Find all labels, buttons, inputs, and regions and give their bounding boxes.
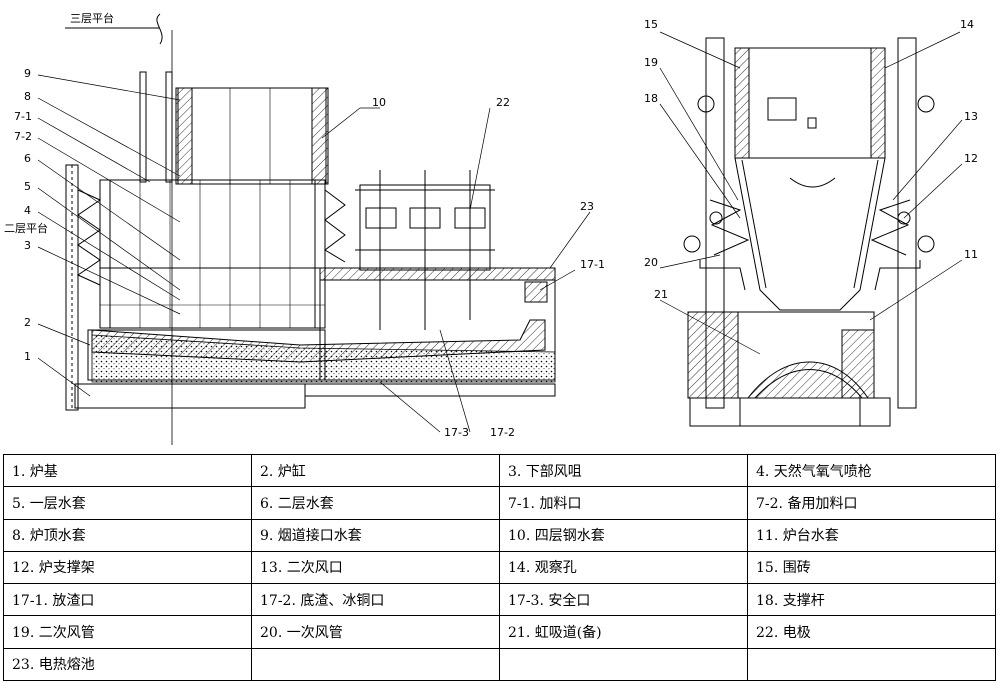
label-7-1: 7-1 <box>14 110 32 123</box>
label-12: 12 <box>964 152 978 165</box>
legend-cell: 1. 炉基 <box>3 453 252 488</box>
label-18: 18 <box>644 92 658 105</box>
legend-cell: 6. 二层水套 <box>251 486 500 520</box>
furnace-drawing: 三层平台 二层平台 9 8 7-1 7-2 6 5 4 3 2 1 10 22 … <box>4 11 978 445</box>
label-17-3: 17-3 <box>444 426 469 439</box>
legend-cell: 17-3. 安全口 <box>499 583 748 617</box>
label-15: 15 <box>644 18 658 31</box>
legend-cell <box>499 647 748 682</box>
legend-cell: 8. 炉顶水套 <box>3 518 252 552</box>
legend-cell: 20. 一次风管 <box>251 615 500 649</box>
legend-cell: 18. 支撑杆 <box>747 583 996 617</box>
label-6: 6 <box>24 152 31 165</box>
label-2: 2 <box>24 316 31 329</box>
label-21: 21 <box>654 288 668 301</box>
label-14: 14 <box>960 18 974 31</box>
label-10: 10 <box>372 96 386 109</box>
label-3: 3 <box>24 239 31 252</box>
label-22: 22 <box>496 96 510 109</box>
label-17-1: 17-1 <box>580 258 605 271</box>
legend-cell: 7-2. 备用加料口 <box>747 486 996 520</box>
label-5: 5 <box>24 180 31 193</box>
legend-cell: 7-1. 加料口 <box>499 486 748 520</box>
legend-cell: 13. 二次风口 <box>251 550 500 585</box>
legend-cell: 5. 一层水套 <box>3 486 252 520</box>
legend-cell: 12. 炉支撑架 <box>3 550 252 585</box>
legend-cell: 4. 天然气氧气喷枪 <box>747 453 996 488</box>
legend-row: 23. 电热熔池 <box>3 647 996 682</box>
legend-cell: 2. 炉缸 <box>251 453 500 488</box>
legend-cell: 19. 二次风管 <box>3 615 252 649</box>
legend-cell: 17-2. 底渣、冰铜口 <box>251 583 500 617</box>
label-11: 11 <box>964 248 978 261</box>
front-section-view <box>659 31 963 427</box>
legend-cell: 3. 下部风咀 <box>499 453 748 488</box>
label-platform-2: 二层平台 <box>4 221 48 235</box>
legend-cell <box>251 647 500 682</box>
legend-cell: 14. 观察孔 <box>499 550 748 585</box>
label-19: 19 <box>644 56 658 69</box>
legend-cell: 15. 围砖 <box>747 550 996 585</box>
label-platform-3: 三层平台 <box>70 11 114 25</box>
legend-cell <box>747 647 996 682</box>
left-view-labels: 三层平台 二层平台 9 8 7-1 7-2 6 5 4 3 2 1 10 22 … <box>4 11 605 439</box>
legend-cell: 10. 四层钢水套 <box>499 518 748 552</box>
legend-cell: 21. 虹吸道(备) <box>499 615 748 649</box>
label-7-2: 7-2 <box>14 130 32 143</box>
label-4: 4 <box>24 204 31 217</box>
legend-cell: 23. 电热熔池 <box>3 647 252 682</box>
legend-cell: 17-1. 放渣口 <box>3 583 252 617</box>
label-23: 23 <box>580 200 594 213</box>
label-8: 8 <box>24 90 31 103</box>
legend-cell: 11. 炉台水套 <box>747 518 996 552</box>
label-1: 1 <box>24 350 31 363</box>
label-9: 9 <box>24 67 31 80</box>
label-20: 20 <box>644 256 658 269</box>
legend-cell: 22. 电极 <box>747 615 996 649</box>
label-13: 13 <box>964 110 978 123</box>
label-17-2: 17-2 <box>490 426 515 439</box>
legend-cell: 9. 烟道接口水套 <box>251 518 500 552</box>
side-elevation-view <box>37 13 591 445</box>
right-view-labels: 15 14 19 13 18 12 20 11 21 <box>644 18 978 301</box>
